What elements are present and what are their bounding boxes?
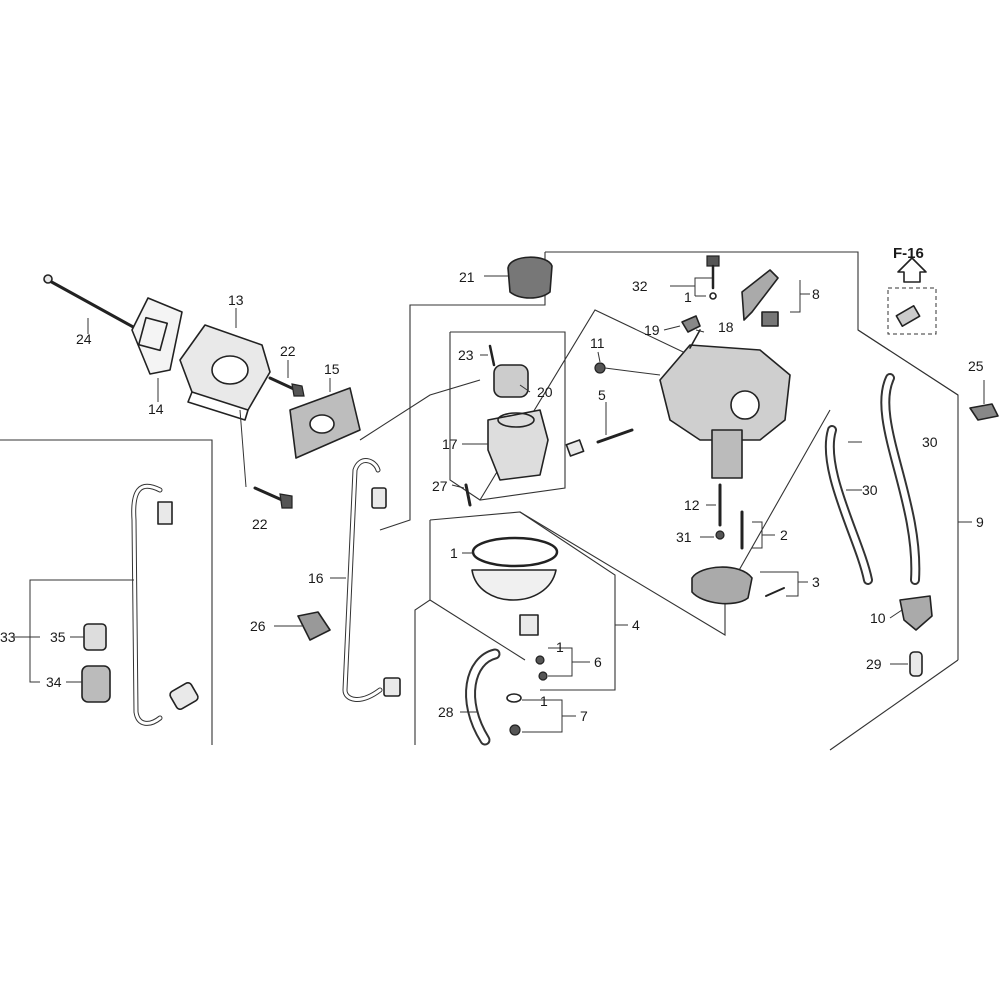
label-12: 12 xyxy=(684,497,700,513)
part-19-clip xyxy=(681,315,701,333)
label-26: 26 xyxy=(250,618,266,634)
label-4: 4 xyxy=(632,617,640,633)
part-11-screw xyxy=(594,362,661,376)
part-21-cap xyxy=(507,256,553,299)
part-35-clamp xyxy=(83,623,107,651)
label-22-top: 22 xyxy=(280,343,296,359)
part-20-solenoid xyxy=(488,344,529,398)
part-10-fuel-valve xyxy=(899,595,933,631)
label-31: 31 xyxy=(676,529,692,545)
label-17: 17 xyxy=(442,436,458,452)
label-18: 18 xyxy=(718,319,734,335)
label-29: 29 xyxy=(866,656,882,672)
part-29-joint xyxy=(909,651,923,677)
f16-reference-marker xyxy=(887,257,937,335)
part-12-nozzle xyxy=(715,483,725,540)
label-1-top: 1 xyxy=(684,289,692,305)
part-3-bracket xyxy=(691,566,785,605)
label-19: 19 xyxy=(644,322,660,338)
group-brackets xyxy=(14,277,972,733)
label-3: 3 xyxy=(812,574,820,590)
label-25: 25 xyxy=(968,358,984,374)
label-7: 7 xyxy=(580,708,588,724)
label-33: 33 xyxy=(0,629,16,645)
label-11: 11 xyxy=(590,335,605,351)
part-5-needle xyxy=(565,428,634,457)
label-35: 35 xyxy=(50,629,66,645)
label-9: 9 xyxy=(976,514,984,530)
part-34-filter xyxy=(81,665,111,703)
part-13-insulator xyxy=(179,324,271,421)
label-32: 32 xyxy=(632,278,648,294)
label-30-left: 30 xyxy=(862,482,878,498)
part-15-plate xyxy=(289,387,361,459)
part-26-clip xyxy=(297,611,331,641)
label-5: 5 xyxy=(598,387,606,403)
label-20: 20 xyxy=(537,384,553,400)
label-15: 15 xyxy=(324,361,340,377)
part-30-fuel-tubes xyxy=(824,373,921,585)
label-34: 34 xyxy=(46,674,62,690)
label-6: 6 xyxy=(594,654,602,670)
part-25-clip xyxy=(969,403,999,421)
part-number-labels: F-16 21 32 1 8 19 18 11 5 23 20 17 27 24… xyxy=(0,245,984,724)
part-24-stud-bolt xyxy=(43,274,137,330)
part-6-drain-screw xyxy=(535,655,548,681)
part-4-float-bowl xyxy=(471,536,559,636)
label-22-bottom: 22 xyxy=(252,516,268,532)
label-16: 16 xyxy=(308,570,324,586)
part-7-screw xyxy=(506,693,522,736)
label-1-bottom: 1 xyxy=(540,693,548,709)
part-32-screw xyxy=(706,255,720,300)
label-21: 21 xyxy=(459,269,475,285)
label-27: 27 xyxy=(432,478,448,494)
label-8: 8 xyxy=(812,286,820,302)
label-10: 10 xyxy=(870,610,886,626)
label-13: 13 xyxy=(228,292,244,308)
part-33-fuel-line xyxy=(131,483,199,726)
label-1-bowl: 1 xyxy=(450,545,458,561)
label-30-right: 30 xyxy=(922,434,938,450)
label-23: 23 xyxy=(458,347,474,363)
part-28-tube xyxy=(465,648,501,746)
part-17-body xyxy=(464,409,549,507)
label-2: 2 xyxy=(780,527,788,543)
part-16-tube xyxy=(342,458,401,702)
part-14-gasket xyxy=(131,297,183,375)
leader-lines xyxy=(66,275,985,713)
label-24: 24 xyxy=(76,331,92,347)
label-14: 14 xyxy=(148,401,164,417)
ref-code-label: F-16 xyxy=(893,245,924,262)
label-28: 28 xyxy=(438,704,454,720)
part-22-bolts xyxy=(239,376,305,509)
part-8-lever xyxy=(741,269,779,327)
carburetor-body xyxy=(659,329,791,479)
label-1-drain: 1 xyxy=(556,639,564,655)
